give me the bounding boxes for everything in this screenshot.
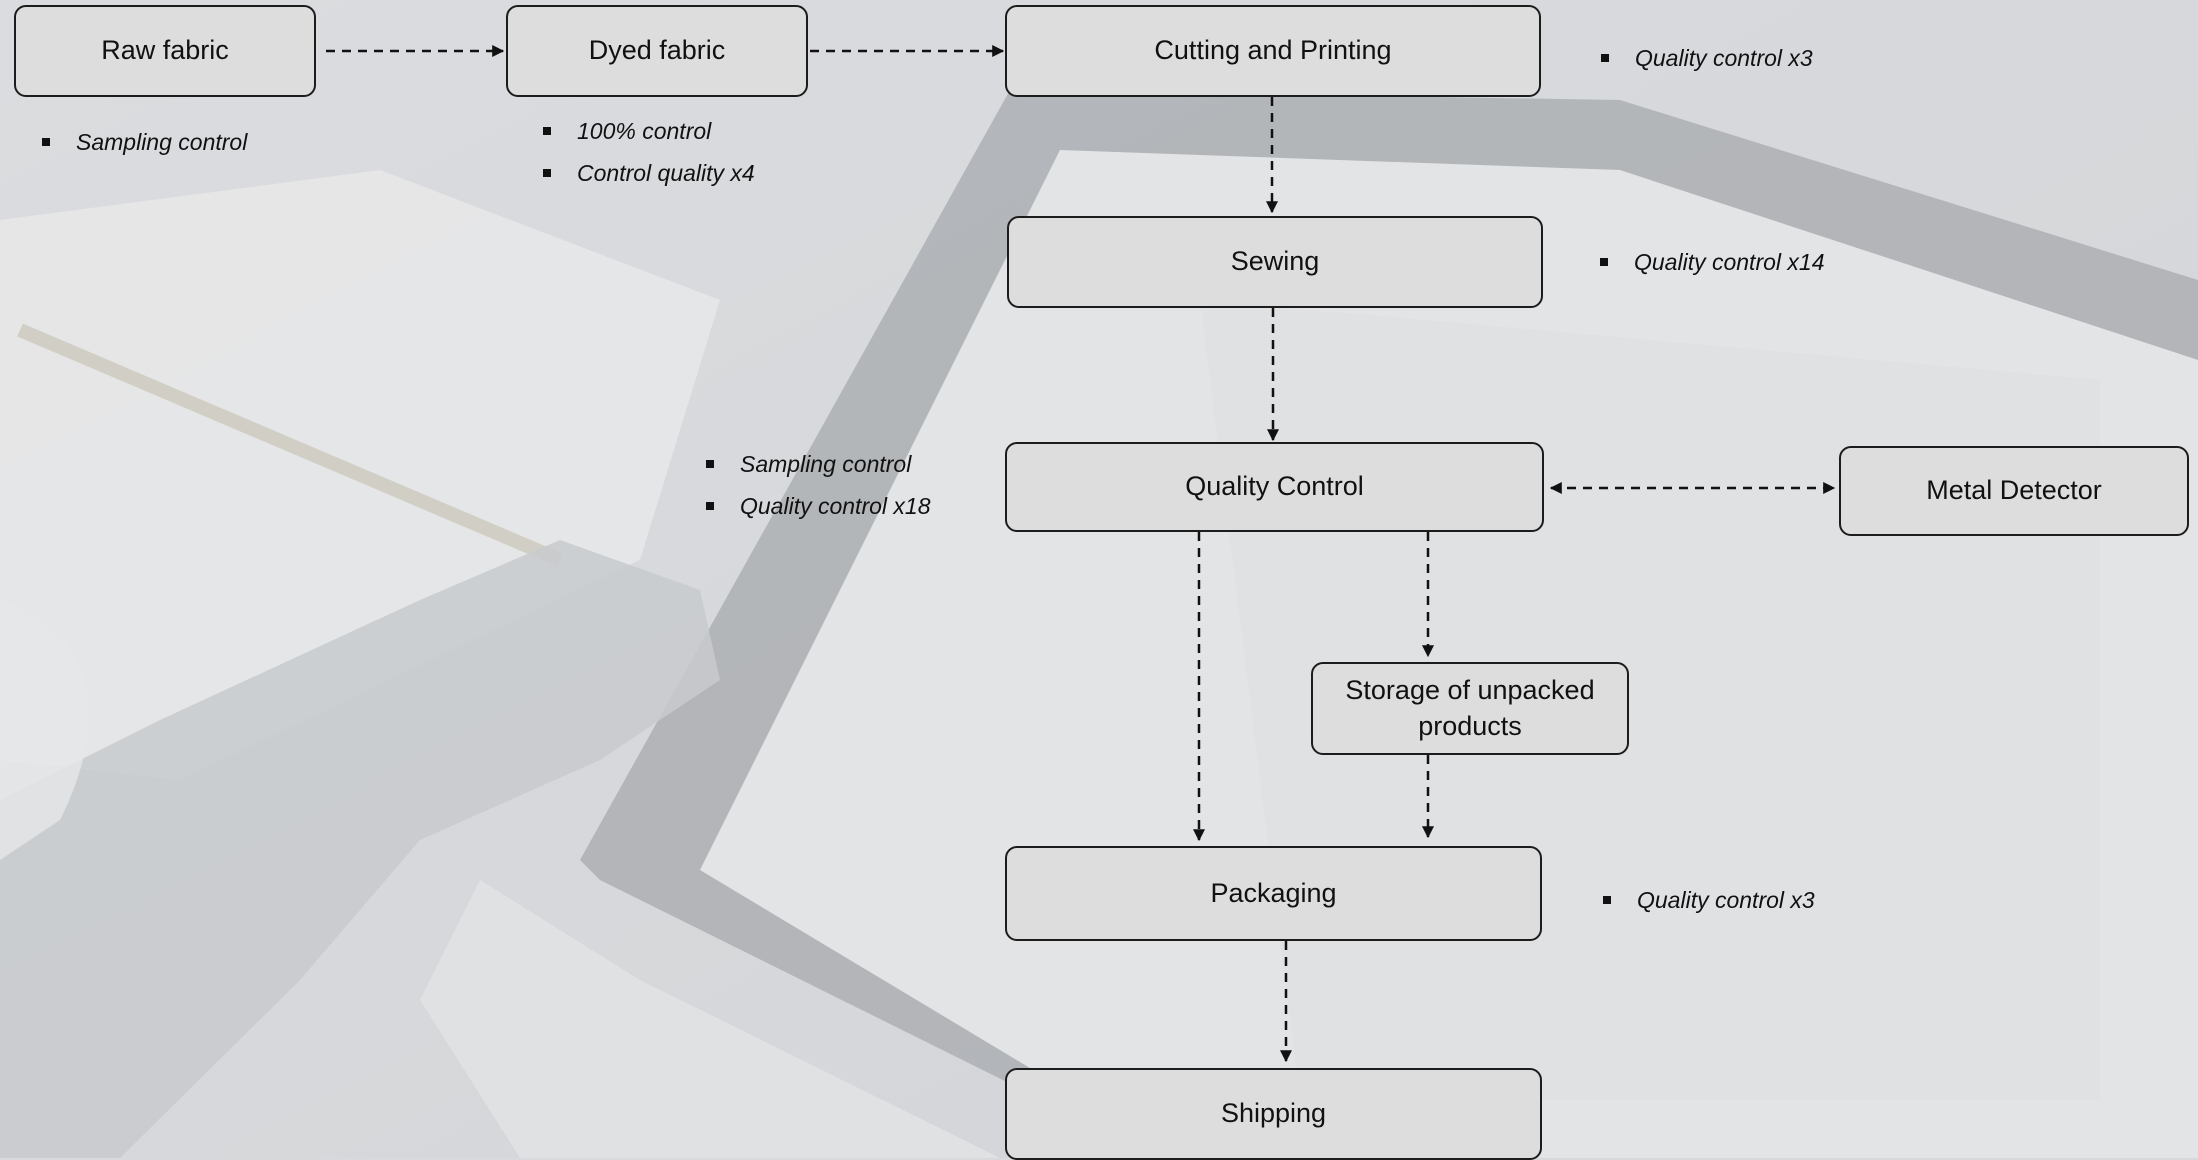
node-packaging: Packaging <box>1005 846 1542 941</box>
note-item: Quality control x3 <box>1601 37 1813 79</box>
notes-raw-fabric: Sampling control <box>42 121 247 163</box>
notes-packaging: Quality control x3 <box>1603 879 1815 921</box>
node-cutting-and-printing: Cutting and Printing <box>1005 5 1541 97</box>
node-quality-control: Quality Control <box>1005 442 1544 532</box>
notes-cutting-and-printing: Quality control x3 <box>1601 37 1813 79</box>
note-item: Sampling control <box>706 443 930 485</box>
notes-sewing: Quality control x14 <box>1600 241 1824 283</box>
note-item: Quality control x3 <box>1603 879 1815 921</box>
note-item: Sampling control <box>42 121 247 163</box>
note-item: Quality control x18 <box>706 485 930 527</box>
notes-dyed-fabric: 100% control Control quality x4 <box>543 110 755 194</box>
node-sewing: Sewing <box>1007 216 1543 308</box>
node-shipping: Shipping <box>1005 1068 1542 1160</box>
note-item: Quality control x14 <box>1600 241 1824 283</box>
note-item: Control quality x4 <box>543 152 755 194</box>
notes-quality-control: Sampling control Quality control x18 <box>706 443 930 527</box>
note-item: 100% control <box>543 110 755 152</box>
node-raw-fabric: Raw fabric <box>14 5 316 97</box>
node-dyed-fabric: Dyed fabric <box>506 5 808 97</box>
node-storage-unpacked-products: Storage of unpacked products <box>1311 662 1629 755</box>
node-metal-detector: Metal Detector <box>1839 446 2189 536</box>
